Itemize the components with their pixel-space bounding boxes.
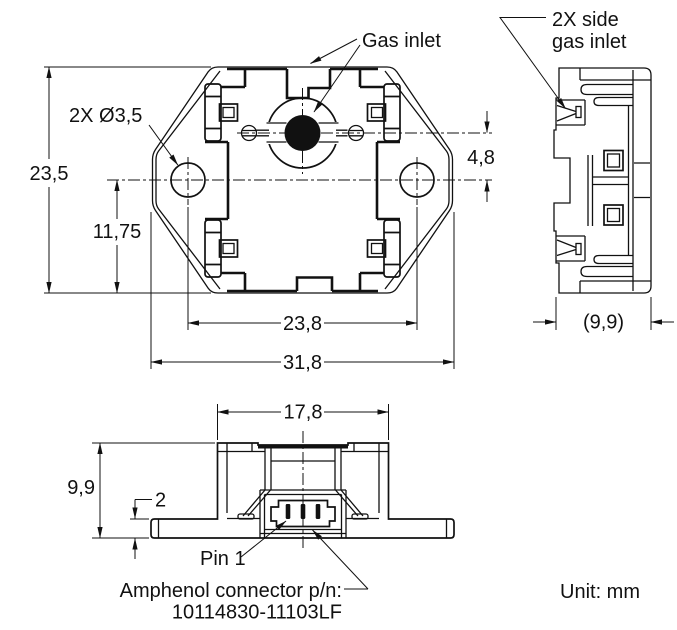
pin-1 xyxy=(285,504,291,519)
extension-lines-front xyxy=(44,66,455,369)
dim-height-9-9: 9,9 xyxy=(67,442,103,539)
dim-hole-spacing-text: 23,8 xyxy=(283,313,322,335)
side-inlet-label-line2: gas inlet xyxy=(552,31,627,53)
dim-height-text: 23,5 xyxy=(30,163,69,185)
side-inlet-label-line1: 2X side xyxy=(552,9,619,31)
callout-amphenol-connector: Amphenol connector p/n: 10114830-11103LF xyxy=(120,530,369,624)
clip-bottom-right xyxy=(366,219,401,278)
front-view: 23,5 11,75 23,8 31,8 4,8 2X Ø3,5 xyxy=(30,30,495,374)
clip-top-right xyxy=(366,83,401,142)
dim-hole-spacing-23-8: 23,8 xyxy=(187,313,418,335)
side-view-outline xyxy=(553,67,652,294)
bottom-view: 17,8 9,9 2 Pin 1 Amphenol connector p/n:… xyxy=(67,402,455,624)
clip-top-left xyxy=(204,83,239,142)
callout-mounting-holes: 2X Ø3,5 xyxy=(69,105,179,166)
dim-body-width-text: 17,8 xyxy=(284,402,323,424)
dim-width-31-8: 31,8 xyxy=(150,352,455,374)
pin-3 xyxy=(315,504,321,519)
dim-flange-thickness-text: 2 xyxy=(155,490,166,512)
dim-hole-offset-11-75: 11,75 xyxy=(93,179,142,294)
side-gas-inlet-bottom xyxy=(556,235,586,262)
dim-width-text: 31,8 xyxy=(283,352,322,374)
connector-label-line1: Amphenol connector p/n: xyxy=(120,580,342,602)
callout-gas-inlet: Gas inlet xyxy=(310,30,441,113)
callout-pin-1: Pin 1 xyxy=(200,520,287,570)
connector-pins xyxy=(285,504,321,519)
callout-side-gas-inlet: 2X side gas inlet xyxy=(499,9,627,109)
side-gas-inlet-top xyxy=(556,99,586,126)
dim-inlet-offset-text: 4,8 xyxy=(467,147,495,169)
dim-depth-9-9: (9,9) xyxy=(533,312,674,334)
dim-depth-text: (9,9) xyxy=(583,312,624,334)
unit-note: Unit: mm xyxy=(560,581,640,603)
dim-height-bottom-text: 9,9 xyxy=(67,477,95,499)
bottom-view-outline xyxy=(150,442,455,539)
side-clip-hooks xyxy=(580,83,633,278)
dim-flange-thickness-2: 2 xyxy=(132,490,166,559)
hole-callout-text: 2X Ø3,5 xyxy=(69,105,142,127)
extension-lines-bottom xyxy=(92,404,389,539)
gas-inlet-label-text: Gas inlet xyxy=(362,30,441,52)
side-view-flange-plate xyxy=(632,70,651,291)
flange-hexagon-outline xyxy=(151,66,454,294)
side-view: (9,9) 2X side gas inlet xyxy=(499,9,674,334)
pin-label-text: Pin 1 xyxy=(200,548,246,570)
dim-height-23-5: 23,5 xyxy=(30,66,69,294)
clip-bottom-left xyxy=(204,219,239,278)
side-clip-tabs xyxy=(603,149,624,226)
buttress-foot-right xyxy=(351,513,369,520)
dim-inlet-offset-4-8: 4,8 xyxy=(467,111,495,202)
sensor-body-outline xyxy=(205,67,400,293)
connector-label-line2: 10114830-11103LF xyxy=(172,602,342,624)
dim-body-width-17-8: 17,8 xyxy=(217,402,389,424)
buttress-foot-left xyxy=(237,513,255,520)
dim-hole-offset-text: 11,75 xyxy=(93,221,142,243)
centerlines-front xyxy=(107,88,492,205)
side-view-internal-lines xyxy=(579,68,633,293)
